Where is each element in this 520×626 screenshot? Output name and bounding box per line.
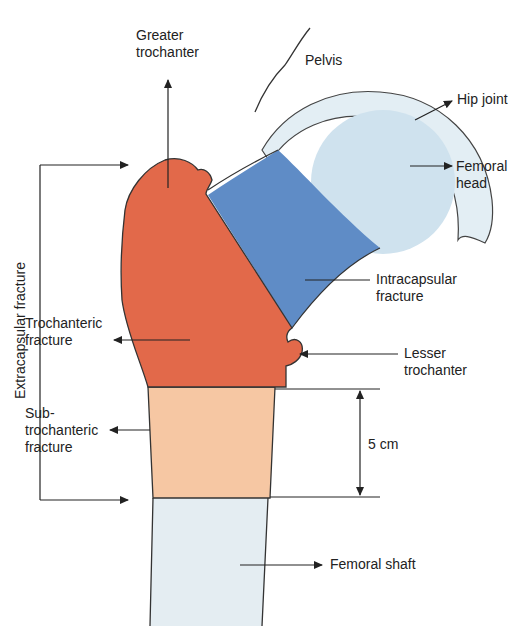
leader-arrow [300,353,398,354]
part-label: Femoral head [456,158,516,192]
pelvis-outline [255,28,310,112]
leader-line [305,279,370,280]
bracket-arrow [40,164,128,165]
part-label: Hip joint [457,91,517,108]
dimension-label: 5 cm [368,436,428,453]
shaft-outline [150,498,268,626]
trochanteric-region [121,159,302,387]
leader-arrow [240,564,322,565]
leader-arrow [415,101,452,120]
fracture-label: Sub-trochanteric fracture [25,405,113,456]
leader-arrow [410,165,452,166]
leader-arrow [114,339,190,340]
part-label: Femoral shaft [330,556,440,573]
dimension-arrow [359,444,360,495]
leader-arrow [167,80,168,188]
fracture-label: Trochanteric fracture [25,315,115,349]
femoral-shaft [150,498,268,626]
subtrochanteric-region [148,387,275,498]
part-label: Pelvis [305,52,385,69]
part-label: Greater trochanter [136,27,226,61]
fracture-label: Intracapsular fracture [376,271,486,305]
leader-arrow [110,429,150,430]
bracket-arrow [40,499,128,500]
part-label: Lesser trochanter [404,345,484,379]
dimension-arrow [359,391,360,444]
dimension-tick [270,389,380,497]
